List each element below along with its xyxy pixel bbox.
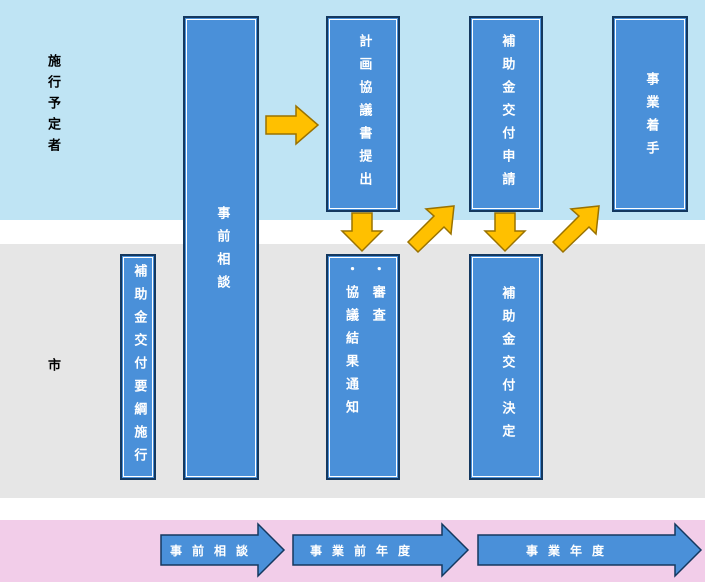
box-subsidy-application: 補助金交付申請 — [469, 16, 543, 212]
flow-arrow-diagonal-2 — [551, 205, 600, 254]
box-review-result: ・協議結果通知 ・審査 — [326, 254, 400, 480]
timeline-label-prior-consultation: 事前相談 — [170, 544, 259, 558]
timeline-label-project-year: 事業年度 — [526, 544, 615, 558]
timeline-arrow-pre-year — [292, 522, 470, 578]
box-plan-submission-label: 計画協議書提出 — [356, 34, 372, 195]
flow-arrow-right — [265, 104, 320, 146]
box-subsidy-decision-label: 補助金交付決定 — [499, 286, 515, 447]
timeline-label-pre-year: 事業前年度 — [310, 544, 421, 558]
timeline-arrow-prior-consultation — [160, 522, 286, 578]
box-project-start-label: 事業着手 — [643, 72, 659, 164]
box-plan-submission: 計画協議書提出 — [326, 16, 400, 212]
box-review-result-label-2: ・協議結果通知 — [343, 262, 358, 423]
box-subsidy-application-label: 補助金交付申請 — [499, 34, 515, 195]
box-review-result-label-1: ・審査 — [369, 262, 385, 331]
box-subsidy-decision: 補助金交付決定 — [469, 254, 543, 480]
box-prior-consultation-label: 事前相談 — [214, 206, 230, 298]
box-subsidy-guidelines: 補助金交付要綱施行 — [120, 254, 156, 480]
timeline-arrow-project-year — [477, 522, 703, 578]
flow-arrow-down-2 — [483, 212, 527, 253]
row-label-city: 市 — [45, 358, 60, 379]
box-subsidy-guidelines-label: 補助金交付要綱施行 — [131, 264, 147, 471]
flow-arrow-down-1 — [340, 212, 384, 253]
box-project-start: 事業着手 — [612, 16, 688, 212]
flow-arrow-diagonal-1 — [406, 205, 455, 254]
row-label-applicant: 施行予定者 — [45, 54, 60, 159]
box-prior-consultation: 事前相談 — [183, 16, 259, 480]
